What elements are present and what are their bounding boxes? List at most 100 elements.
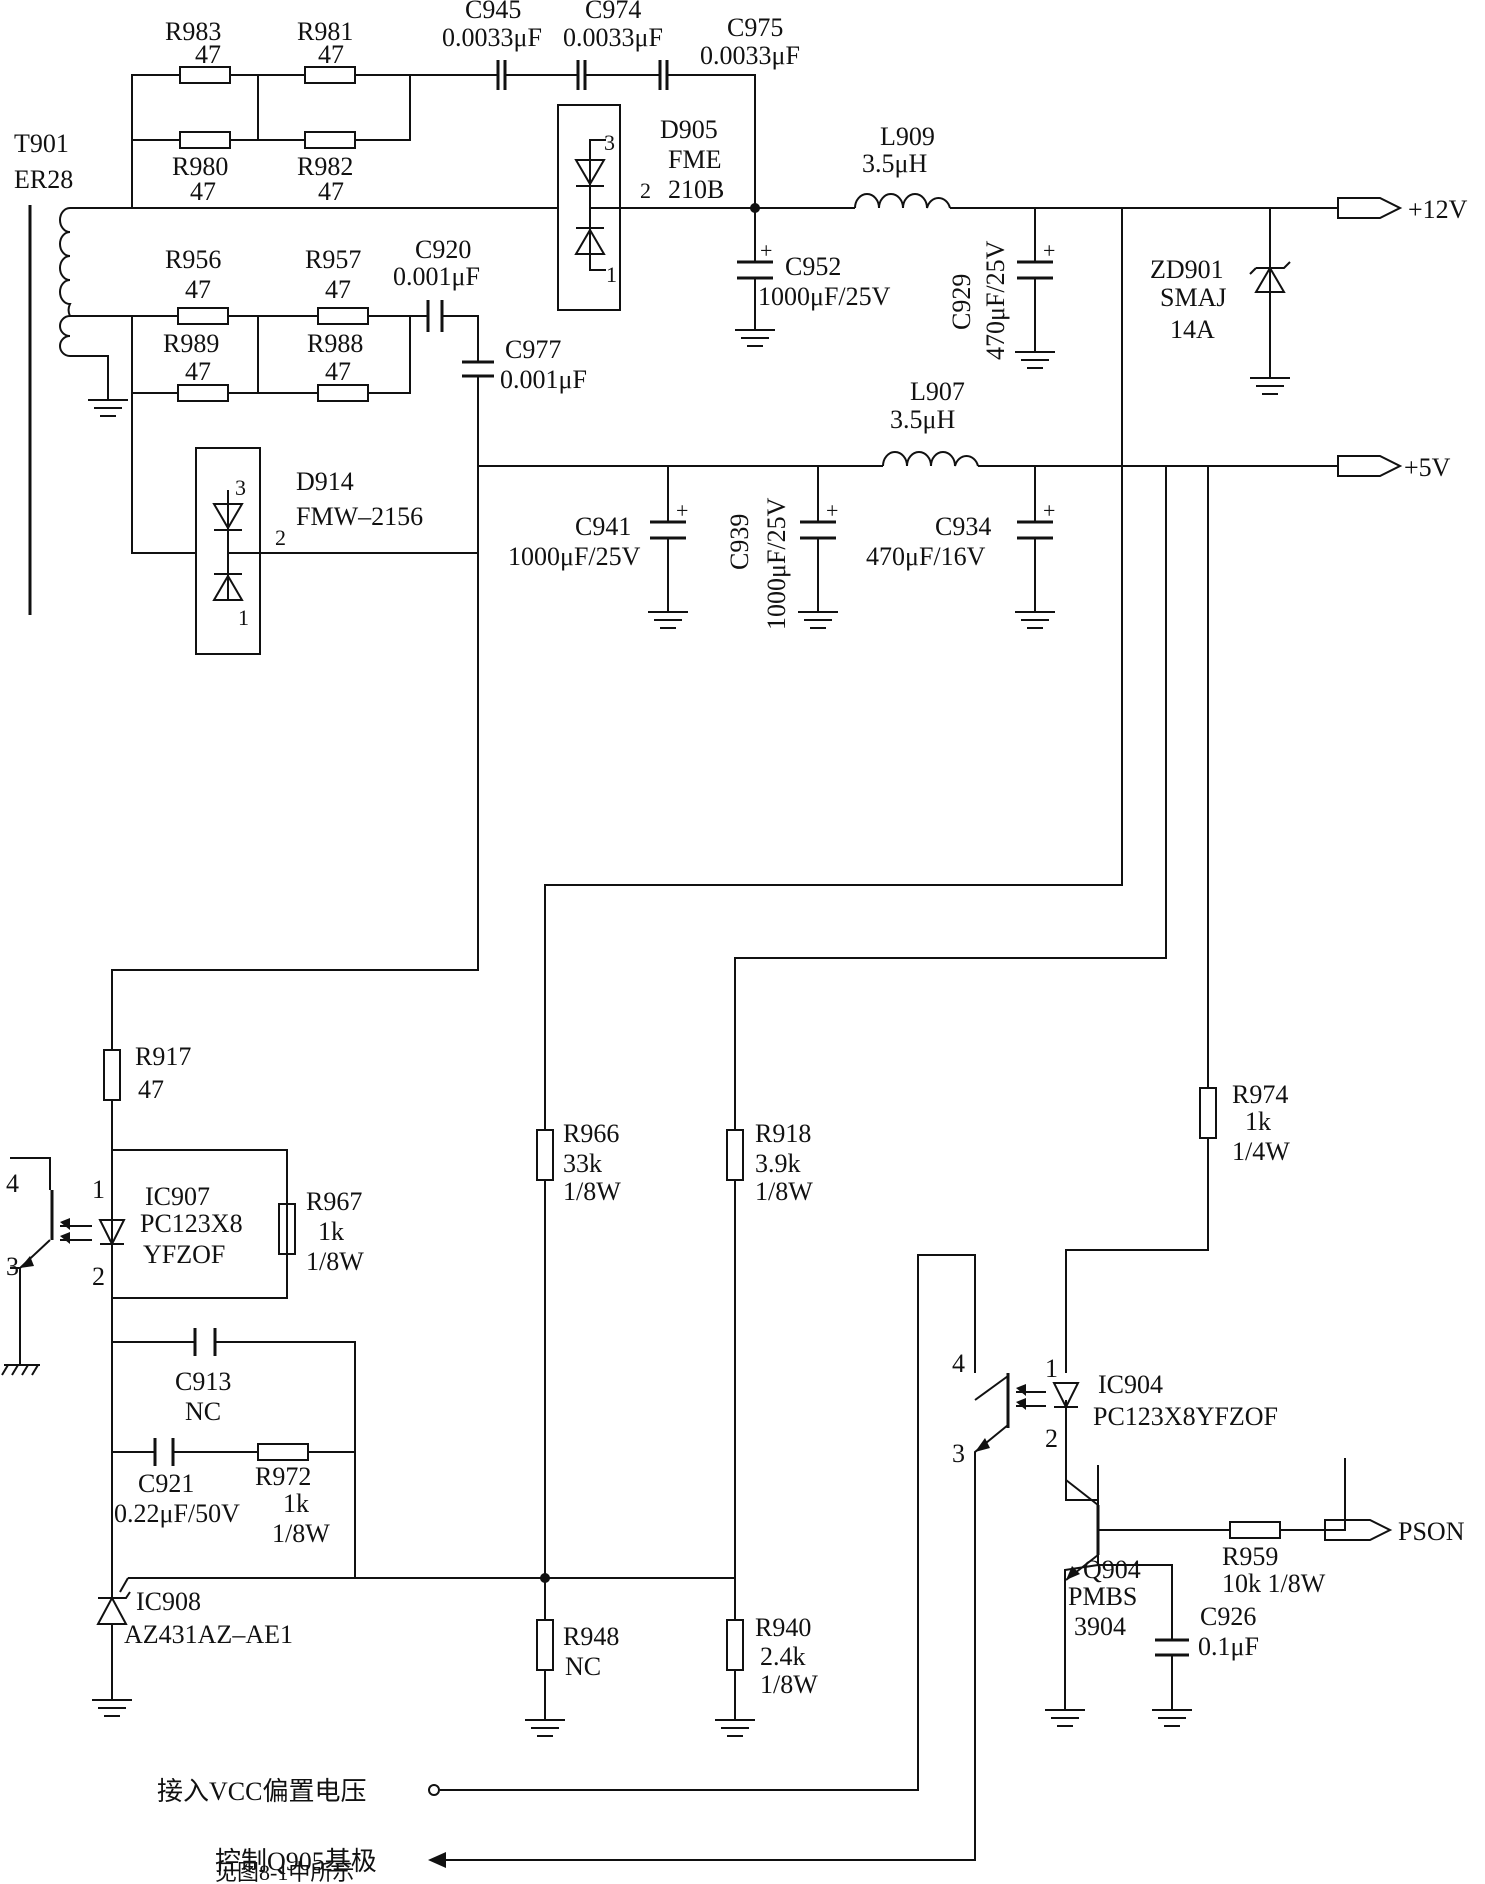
ic907-value2: YFZOF xyxy=(143,1240,225,1269)
r972-body xyxy=(257,1443,309,1461)
l909-value: 3.5μH xyxy=(862,149,927,178)
ic904-value: PC123X8YFZOF xyxy=(1093,1402,1278,1431)
ic907-optocoupler xyxy=(20,1149,288,1299)
gnd-c929 xyxy=(1015,351,1055,369)
c939-label: C939 xyxy=(725,514,754,570)
r918-value2: 1/8W xyxy=(755,1177,813,1206)
c941-value: 1000μF/25V xyxy=(508,542,641,571)
c929-value-label: 470μF/25V xyxy=(981,240,1010,360)
r966-ref: R966 xyxy=(563,1119,619,1148)
d905-pin3: 3 xyxy=(604,130,615,155)
c921-ref: C921 xyxy=(138,1469,194,1498)
r940-body xyxy=(726,1619,744,1671)
r917-value: 47 xyxy=(138,1075,164,1104)
c939-value-label: 1000μF/25V xyxy=(762,497,791,630)
ic904-pin1: 1 xyxy=(1045,1354,1058,1383)
connector-5v xyxy=(1337,455,1403,477)
c975-ref: C975 xyxy=(727,13,783,42)
ic907-pin1: 1 xyxy=(92,1175,105,1204)
r967-value1: 1k xyxy=(318,1217,344,1246)
c952-plus: + xyxy=(760,238,772,263)
c934-value: 470μF/16V xyxy=(866,542,986,571)
c977-value: 0.001μF xyxy=(500,365,587,394)
junction-d905-out xyxy=(750,203,760,213)
r989-value: 47 xyxy=(185,357,211,386)
r983-body xyxy=(179,66,231,84)
r982-ref: R982 xyxy=(297,152,353,181)
c921-value: 0.22μF/50V xyxy=(114,1499,240,1528)
c977-ref: C977 xyxy=(505,335,561,364)
port-12v-label: +12V xyxy=(1408,195,1468,224)
c974-value: 0.0033μF xyxy=(563,23,663,52)
r940-ref: R940 xyxy=(755,1613,811,1642)
labels: R983 47 R981 47 R980 47 R982 47 C945 0.0… xyxy=(6,0,1468,1884)
c941-ref: C941 xyxy=(575,512,631,541)
gnd-c952 xyxy=(735,329,775,347)
r972-ref: R972 xyxy=(255,1462,311,1491)
ic908-regulator xyxy=(96,1568,131,1634)
r972-value1: 1k xyxy=(283,1489,309,1518)
q904-value2: 3904 xyxy=(1074,1612,1126,1641)
r966-value1: 33k xyxy=(563,1149,602,1178)
c974-ref: C974 xyxy=(585,0,641,24)
r918-body xyxy=(726,1129,744,1181)
ic907-pin4: 4 xyxy=(6,1169,19,1198)
vcc-input-label: 接入VCC偏置电压 xyxy=(157,1777,366,1806)
r980-body xyxy=(179,131,231,149)
l907-ref: L907 xyxy=(910,377,965,406)
c913-ref: C913 xyxy=(175,1367,231,1396)
gnd-r940 xyxy=(715,1719,755,1737)
r957-body xyxy=(317,307,369,325)
connector-12v xyxy=(1337,197,1403,219)
r981-body xyxy=(304,66,356,84)
r917-body xyxy=(103,1049,121,1101)
d905-ref: D905 xyxy=(660,115,718,144)
r988-body xyxy=(317,384,369,402)
r974-value2: 1/4W xyxy=(1232,1137,1290,1166)
q904-transistor xyxy=(1065,1479,1100,1581)
gnd-t901 xyxy=(88,390,128,417)
d914-pin1: 1 xyxy=(238,605,249,630)
c920-value: 0.001μF xyxy=(393,262,480,291)
c929-label: C929 xyxy=(947,274,976,330)
d914-diode xyxy=(195,447,261,655)
ic904-ref: IC904 xyxy=(1098,1370,1163,1399)
r980-value: 47 xyxy=(190,177,216,206)
port-5v-label: +5V xyxy=(1404,453,1451,482)
q905-arrow xyxy=(428,1852,446,1868)
c939-value: 1000μF/25V xyxy=(762,497,791,630)
inductors xyxy=(854,193,979,467)
r956-ref: R956 xyxy=(165,245,221,274)
c934-plus: + xyxy=(1043,498,1055,523)
r957-ref: R957 xyxy=(305,245,361,274)
r917-ref: R917 xyxy=(135,1042,191,1071)
q905-note-line2: 见图8-1中所示 xyxy=(215,1860,354,1884)
junction-ref xyxy=(540,1573,550,1583)
gnd-c934 xyxy=(1015,611,1055,629)
q905-note-line1: 控制Q905基极 xyxy=(215,1847,377,1876)
r967-ref: R967 xyxy=(306,1187,362,1216)
gnd-c926 xyxy=(1152,1709,1192,1727)
gnd-c939 xyxy=(798,611,838,629)
d905-pin1: 1 xyxy=(606,262,617,287)
r974-value1: 1k xyxy=(1245,1107,1271,1136)
ic904-optocoupler xyxy=(975,1373,1080,1452)
r948-body xyxy=(536,1619,554,1671)
r989-body xyxy=(177,384,229,402)
t901-winding xyxy=(59,207,72,357)
r956-value: 47 xyxy=(185,275,211,304)
r918-ref: R918 xyxy=(755,1119,811,1148)
d905-value1: FME xyxy=(668,145,721,174)
port-pson-label: PSON xyxy=(1398,1517,1465,1546)
zd901-zener xyxy=(1249,261,1291,293)
c913-value: NC xyxy=(185,1397,221,1426)
r983-value: 47 xyxy=(195,40,221,69)
gnd-q904 xyxy=(1045,1709,1085,1727)
r982-value: 47 xyxy=(318,177,344,206)
r974-body xyxy=(1199,1087,1217,1139)
c975-value: 0.0033μF xyxy=(700,41,800,70)
d914-pin2: 2 xyxy=(275,525,286,550)
ic907-pin2: 2 xyxy=(92,1262,105,1291)
r972-value2: 1/8W xyxy=(272,1519,330,1548)
r959-body xyxy=(1229,1521,1281,1539)
